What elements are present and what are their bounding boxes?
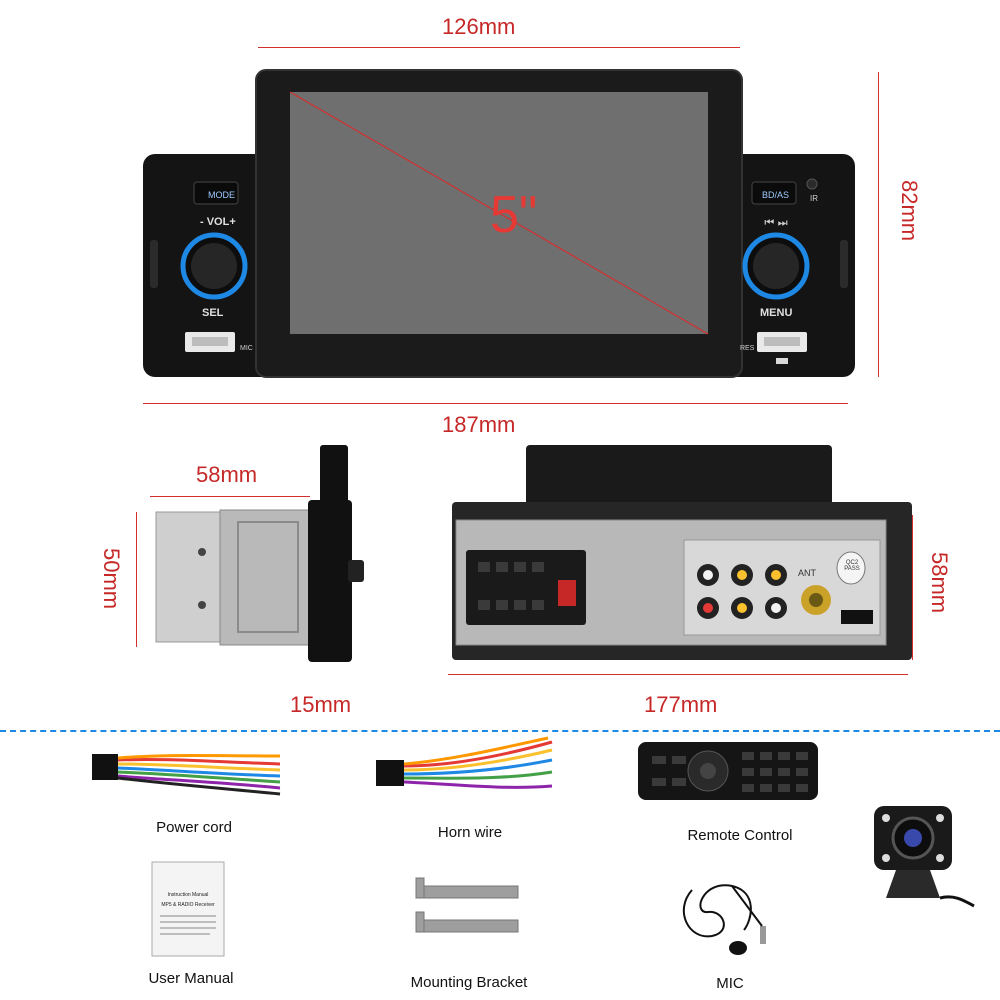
qc-sticker-label: QC2 PASS <box>844 560 860 572</box>
front-view: ⏮ ⏭ MODE - VOL+ SEL MIC BD/AS IR MENU RE… <box>140 60 860 390</box>
rear-width-label: 177mm <box>644 692 718 717</box>
mic-label: MIC <box>240 345 253 352</box>
power-cord-caption: Power cord <box>156 819 232 836</box>
ir-label: IR <box>810 194 818 203</box>
total-width-label: 187mm <box>442 412 516 437</box>
front-width-label: 126mm <box>442 14 516 39</box>
horn-wire-icon <box>372 736 562 806</box>
mic-icon <box>672 870 782 960</box>
mounting-bracket-caption: Mounting Bracket <box>410 974 528 991</box>
res-label: RES <box>740 345 755 352</box>
ant-label: ANT <box>798 568 816 578</box>
mounting-bracket-icon <box>412 876 522 938</box>
rear-view: ANT QC2 PASS <box>446 440 916 670</box>
manual-title: Instruction Manual <box>167 892 209 898</box>
rear-height-line <box>912 515 913 660</box>
user-manual-caption: User Manual <box>148 970 234 987</box>
side-depth-line <box>150 496 310 497</box>
rear-height-label: 58mm <box>927 552 952 614</box>
camera-icon <box>856 798 976 916</box>
front-height-line <box>878 72 879 377</box>
screen-size-label: 5" <box>490 186 538 244</box>
side-height-label: 50mm <box>99 548 124 610</box>
side-height-line <box>136 512 137 647</box>
vol-label: - VOL+ <box>200 216 236 228</box>
side-view <box>150 440 370 670</box>
svg-text:⏮ ⏭: ⏮ ⏭ <box>764 216 787 229</box>
horn-wire-caption: Horn wire <box>437 824 503 841</box>
user-manual-icon: Instruction Manual MP5 & RADIO Receiver <box>150 860 226 958</box>
front-height-label: 82mm <box>897 180 922 242</box>
menu-label: MENU <box>760 307 793 319</box>
remote-control-caption: Remote Control <box>687 827 793 844</box>
rear-width-line <box>448 674 908 675</box>
sel-label: SEL <box>202 307 224 319</box>
mic-caption: MIC <box>716 975 744 992</box>
mode-button-label[interactable]: MODE <box>208 190 235 200</box>
section-divider <box>0 730 1000 732</box>
front-width-line <box>258 47 740 48</box>
bd-as-button-label[interactable]: BD/AS <box>762 190 790 200</box>
manual-subtitle: MP5 & RADIO Receiver <box>161 902 215 908</box>
power-cord-icon <box>88 742 288 802</box>
total-width-line <box>143 403 848 404</box>
remote-control-icon <box>636 740 820 802</box>
side-depth-label: 58mm <box>196 462 258 487</box>
faceplate-depth-label: 15mm <box>290 692 352 717</box>
